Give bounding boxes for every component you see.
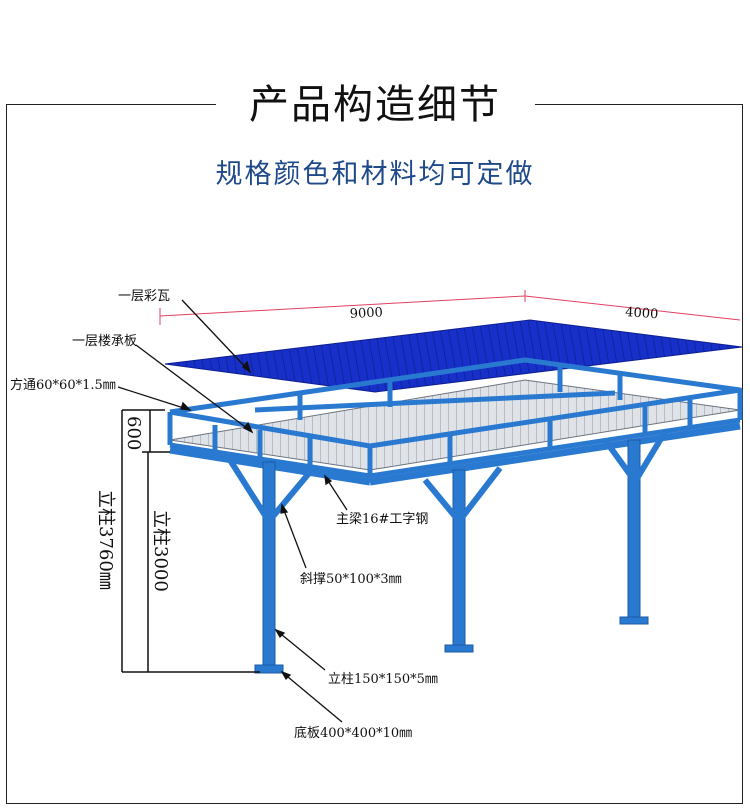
callout-tube: 方通60*60*1.5㎜ <box>10 377 116 393</box>
diagonal-braces <box>227 430 668 522</box>
width-dimension: 4000 <box>625 305 659 322</box>
frame-top-right <box>535 104 743 105</box>
frame-top-left <box>6 104 216 105</box>
length-dimension: 9000 <box>349 305 383 322</box>
callout-leaders <box>117 299 348 723</box>
callout-deck: 一层楼承板 <box>72 334 137 349</box>
content-frame <box>6 104 743 804</box>
callout-roof: 一层彩瓦 <box>118 289 170 304</box>
total-height-label: 立柱3760㎜ <box>95 490 116 590</box>
page-title: 产品构造细节 <box>249 82 501 128</box>
callout-brace: 斜撑50*100*3㎜ <box>300 572 402 587</box>
callout-base: 底板400*400*10㎜ <box>294 725 412 741</box>
column-height-label: 立柱3000 <box>150 510 171 592</box>
callout-column: 立柱150*150*5㎜ <box>328 672 438 687</box>
steel-frame <box>167 357 743 479</box>
roof-sheet <box>164 319 743 393</box>
rail-height-label: 600 <box>123 416 144 450</box>
height-dimension-bracket <box>121 409 260 673</box>
callout-beam: 主梁16#工字钢 <box>336 512 428 527</box>
page-subtitle: 规格颜色和材料均可定做 <box>215 159 535 190</box>
dimension-line-top <box>159 290 741 325</box>
